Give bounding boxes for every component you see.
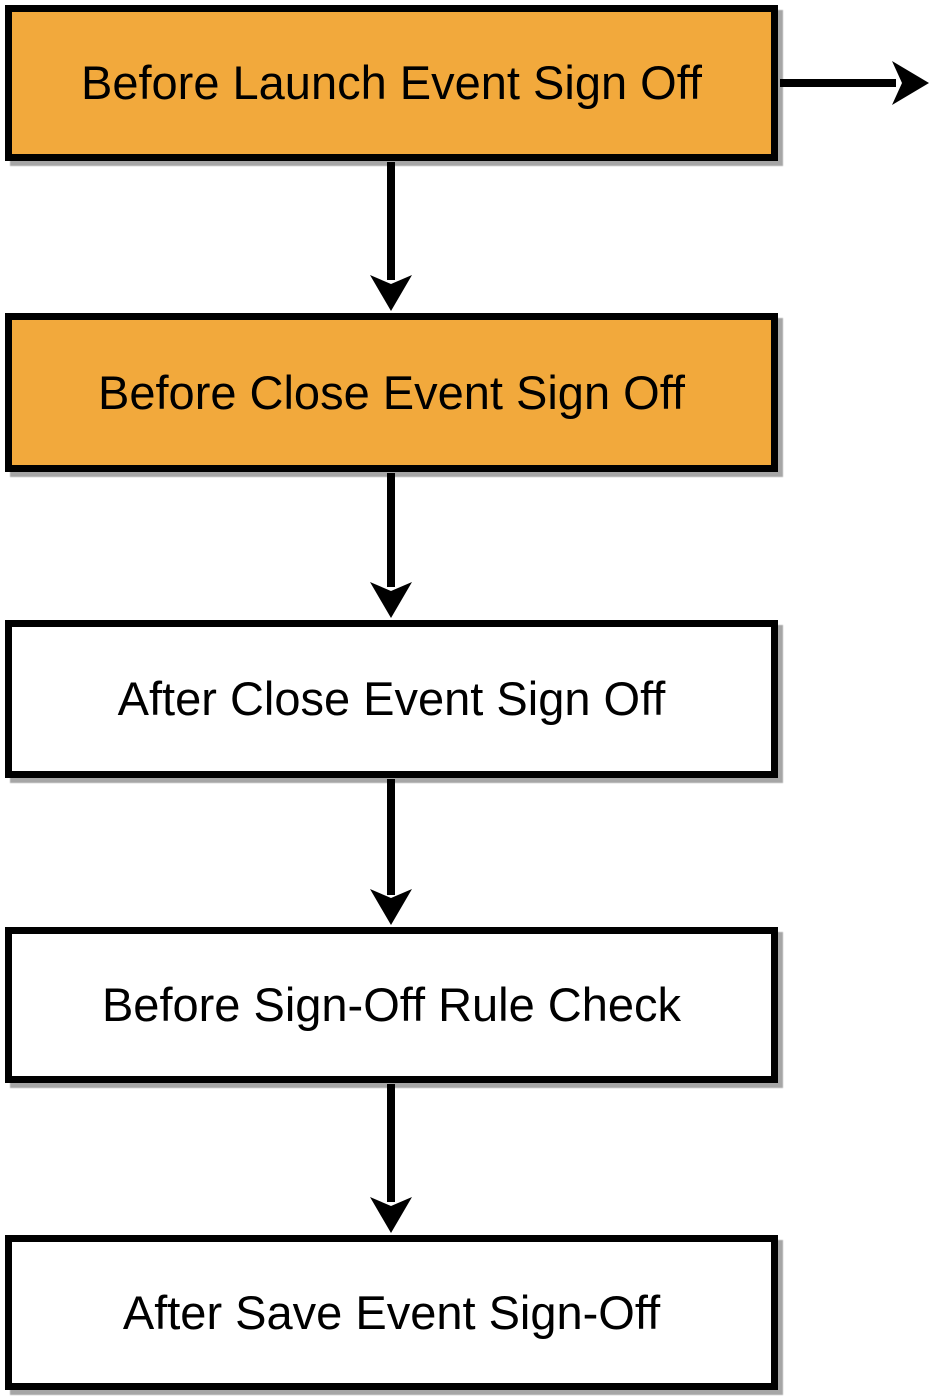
flow-node-before-close-event-sign-off: Before Close Event Sign Off (5, 313, 778, 472)
arrow-down-4-icon (370, 1084, 412, 1233)
flow-node-label: Before Sign-Off Rule Check (101, 978, 682, 1032)
arrow-down-3-icon (370, 779, 412, 925)
arrow-down-1-icon (370, 162, 412, 311)
flow-node-after-close-event-sign-off: After Close Event Sign Off (5, 620, 778, 778)
arrow-right-exit-icon (780, 61, 929, 105)
flow-node-after-save-event-sign-off: After Save Event Sign-Off (5, 1235, 778, 1390)
flow-node-before-launch-event-sign-off: Before Launch Event Sign Off (5, 5, 778, 161)
flow-node-before-sign-off-rule-check: Before Sign-Off Rule Check (5, 927, 778, 1083)
flow-node-label: After Close Event Sign Off (117, 672, 666, 726)
flow-node-label: Before Close Event Sign Off (98, 365, 685, 419)
flow-node-label: Before Launch Event Sign Off (81, 56, 702, 110)
arrow-down-2-icon (370, 473, 412, 618)
flow-node-label: After Save Event Sign-Off (122, 1285, 661, 1339)
